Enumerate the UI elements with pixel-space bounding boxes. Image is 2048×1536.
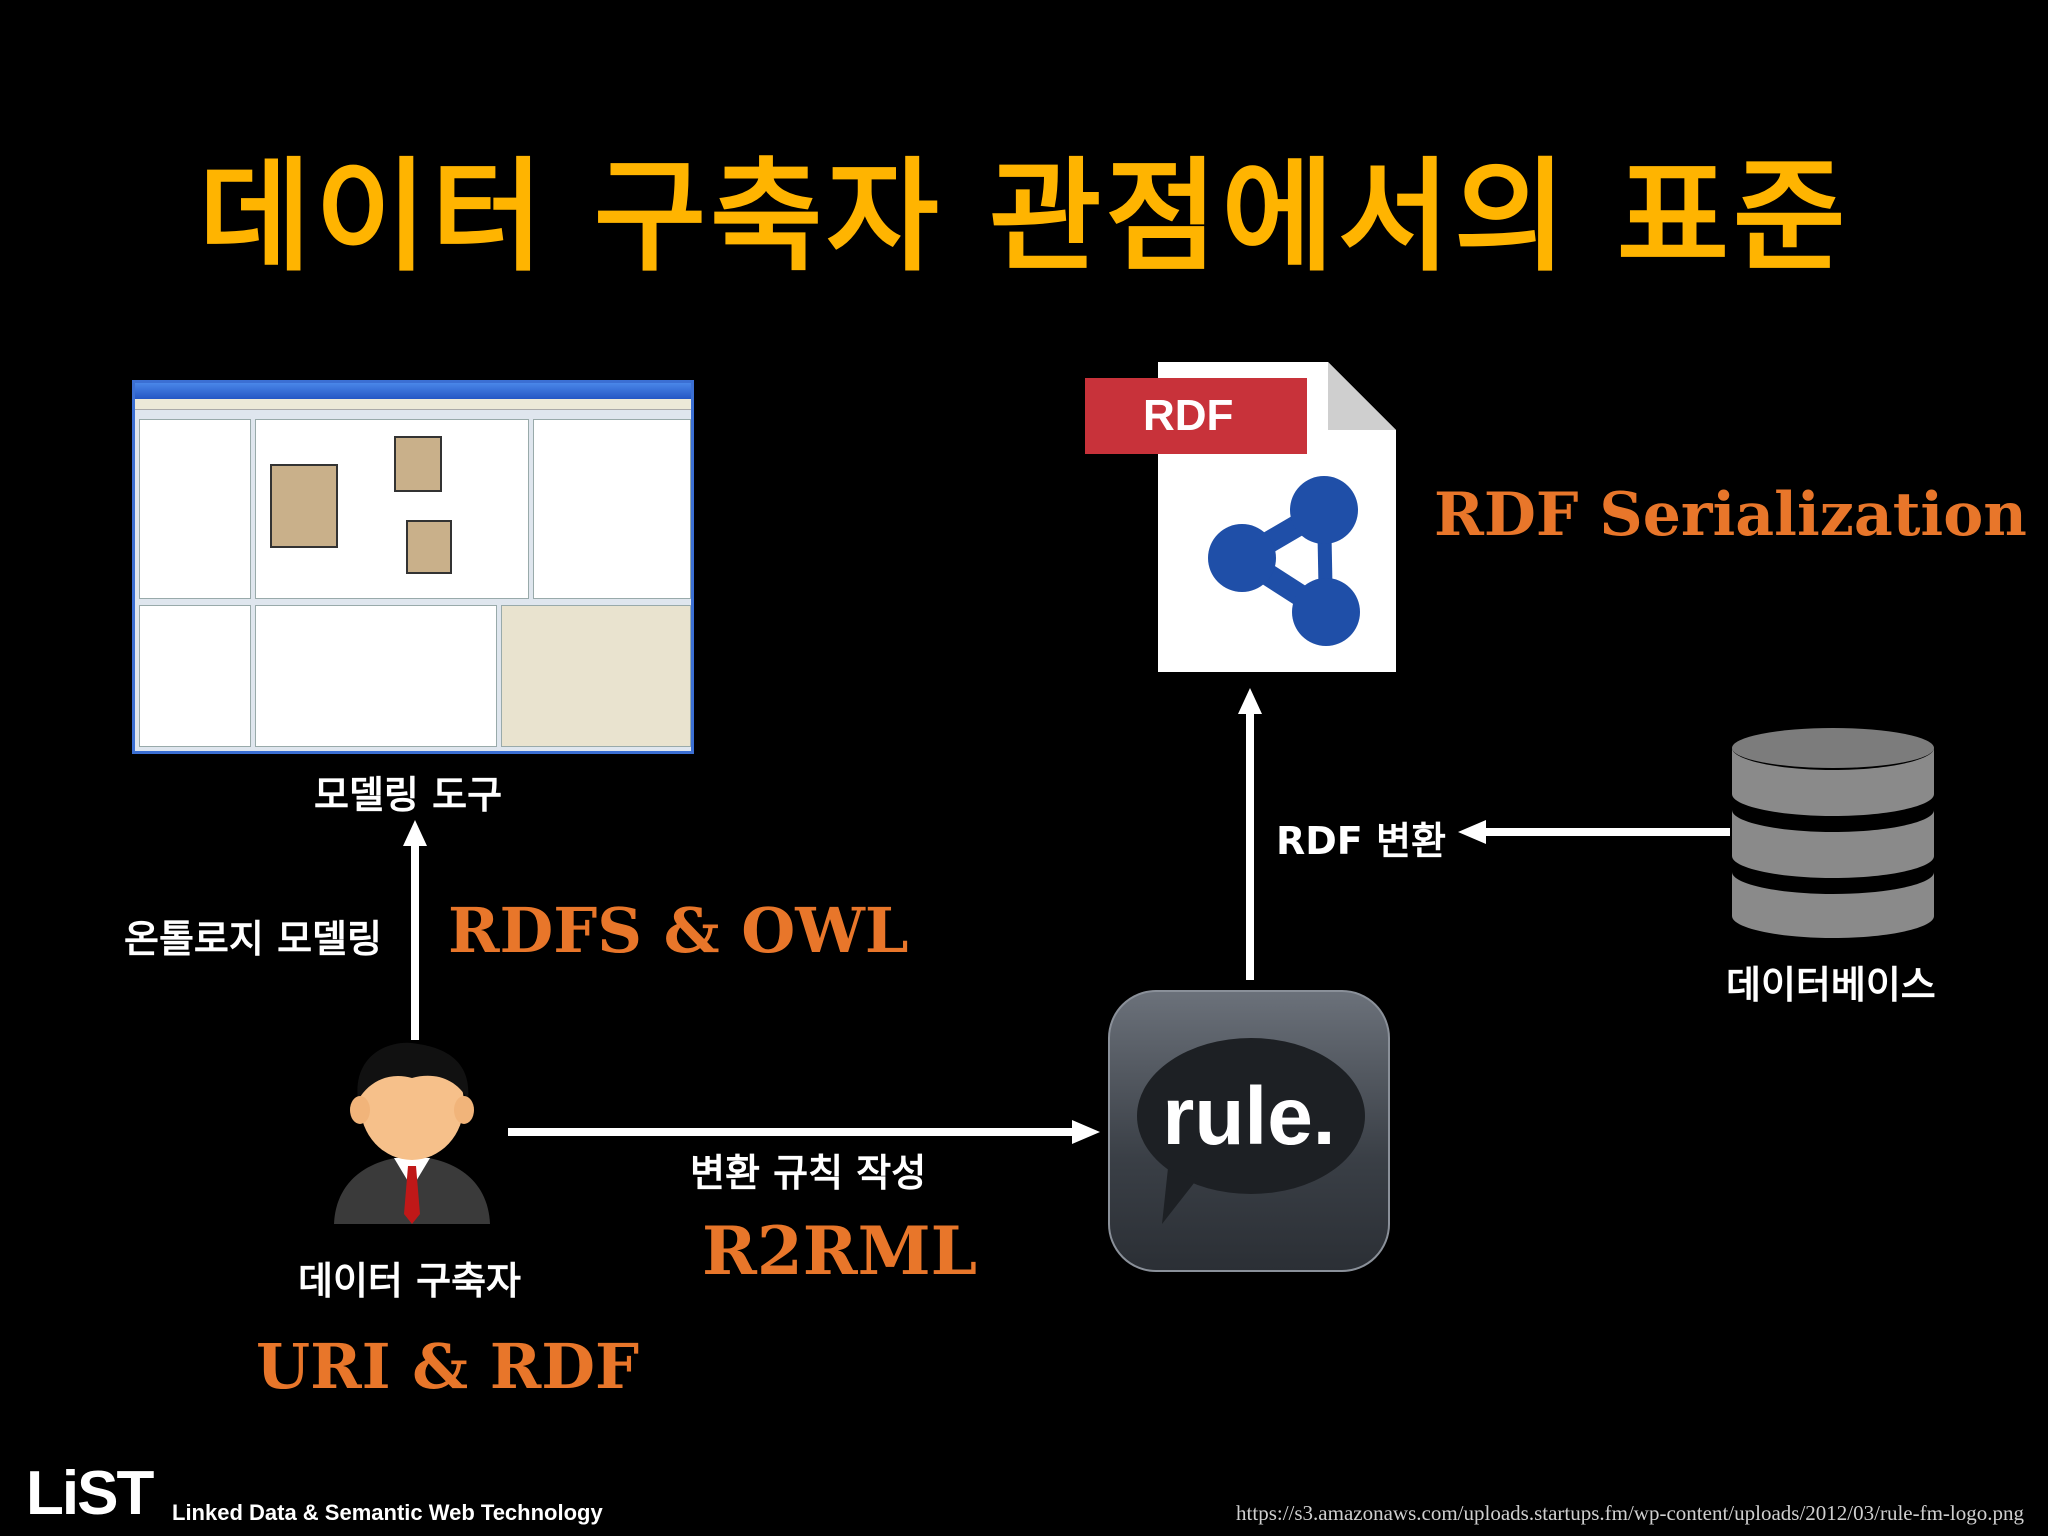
- graph-pane: [255, 419, 529, 599]
- uri-rdf-standard: URI & RDF: [256, 1330, 640, 1403]
- rdfs-owl-standard: RDFS & OWL: [448, 894, 909, 967]
- ontology-arrow: [403, 820, 427, 1040]
- window-titlebar: [135, 383, 691, 399]
- modeling-tool-screenshot: [132, 380, 694, 754]
- mapping-rule-label: 변환 규칙 작성: [690, 1151, 927, 1195]
- rdf-file-tag: RDF: [1085, 378, 1307, 454]
- mapping-arrow: [508, 1120, 1100, 1144]
- rdf-conversion-label: RDF 변환: [1276, 819, 1446, 863]
- tree-pane: [139, 419, 251, 599]
- data-builder-label: 데이터 구축자: [298, 1259, 521, 1303]
- data-builder-icon: [334, 1042, 490, 1224]
- person-photo: [270, 464, 338, 548]
- properties-pane: [533, 419, 691, 599]
- ontology-modeling-label: 온톨로지 모델링: [124, 917, 382, 961]
- slide-title: 데이터 구축자 관점에서의 표준: [198, 146, 1850, 288]
- outline-pane: [139, 605, 251, 747]
- speech-bubble-icon: [1137, 1038, 1365, 1224]
- person-photo: [394, 436, 442, 492]
- editor-pane: [255, 605, 497, 747]
- window-menubar: [135, 399, 691, 410]
- footer-brand-text: Linked Data & Semantic Web Technology: [172, 1500, 603, 1525]
- map-pane: [501, 605, 691, 747]
- rdf-serialization-standard: RDF Serialization: [1434, 480, 2027, 550]
- database-icon: [1732, 728, 1934, 938]
- rule-logo-text: rule.: [1162, 1071, 1336, 1162]
- modeling-tool-label: 모델링 도구: [314, 773, 503, 817]
- rule-logo: rule.: [1108, 990, 1390, 1272]
- image-source-url: https://s3.amazonaws.com/uploads.startup…: [1236, 1501, 2024, 1525]
- list-logo: LiST: [26, 1459, 154, 1528]
- database-label: 데이터베이스: [1726, 963, 1936, 1007]
- rdf-output-arrow: [1238, 688, 1262, 980]
- r2rml-standard: R2RML: [702, 1212, 978, 1290]
- person-photo: [406, 520, 452, 574]
- conversion-arrow: [1458, 820, 1730, 844]
